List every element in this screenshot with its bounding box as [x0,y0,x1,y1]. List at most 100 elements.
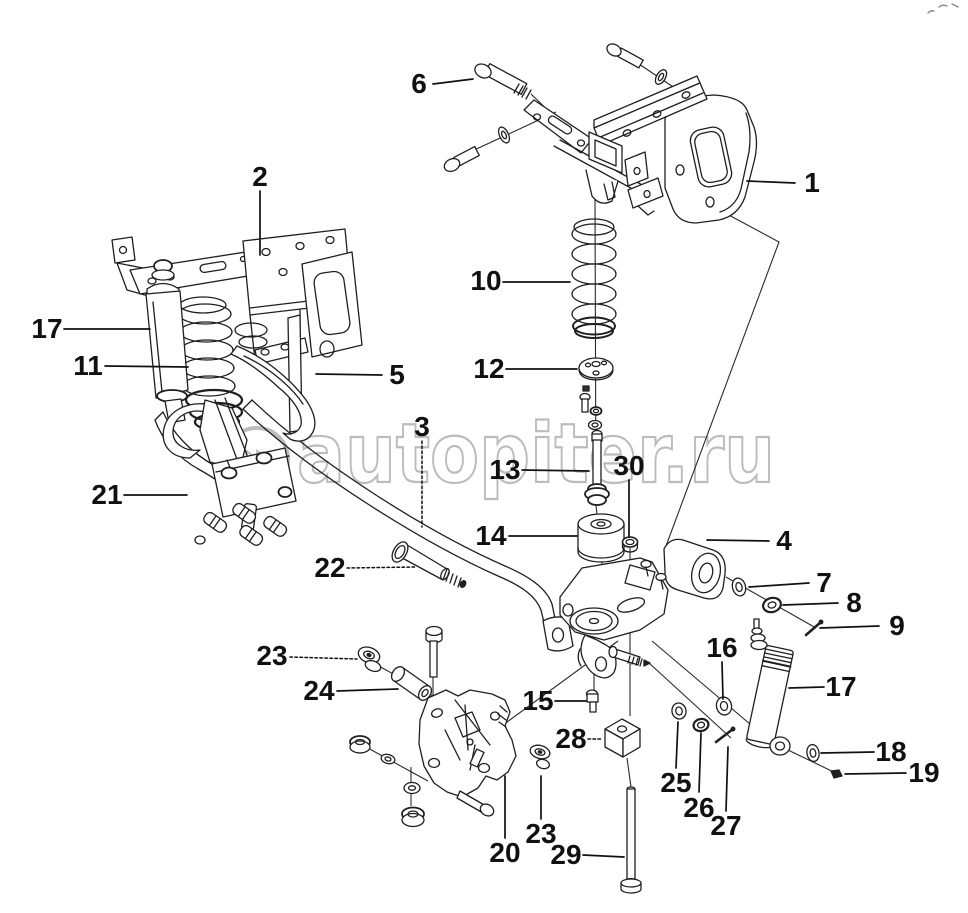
axis-nut-washers-bracket20 [365,746,429,782]
callout-20-label: 20 [489,837,520,868]
part-top-bolt [606,43,644,69]
part-small-hardware-under-12 [579,385,603,431]
part-cube-nut-28 [604,718,641,758]
callout-4-label: 4 [776,525,792,556]
callout-27-label: 27 [710,810,741,841]
callout-14-label: 14 [475,520,507,551]
callout-13-label: 13 [489,454,520,485]
callout-3-label: 3 [414,411,430,442]
part-long-bolt-29 [620,786,642,894]
axis-bracket1-to-bushing4 [665,205,780,547]
part-stabilizer-bar-3 [242,399,574,652]
callout-25: 25 [660,721,692,798]
callout-7-label: 7 [816,567,832,598]
callout-22: 22 [314,552,416,583]
callout-23-bottom: 23 [525,775,557,849]
callout-24: 24 [303,675,399,706]
part-bolt-over-bracket-20 [425,625,443,678]
callout-20: 20 [489,775,521,868]
callout-13: 13 [489,454,590,485]
part-shock-absorber-right-17 [745,618,794,756]
callout-5: 5 [315,359,405,390]
callout-26-label: 26 [683,792,714,823]
part-pin-19 [830,769,843,779]
part-knuckle-21 [154,397,297,546]
callout-28: 28 [555,723,604,754]
callout-19: 19 [844,757,940,788]
callout-25-label: 25 [660,767,691,798]
part-washer-7 [731,577,747,597]
part-left-washer [497,126,511,144]
part-lower-arm-assembly [559,538,726,679]
callout-15: 15 [522,685,587,716]
corner-mark [927,3,959,14]
callout-9-label: 9 [889,610,905,641]
callout-23-top: 23 [256,640,358,671]
callout-6-label: 6 [411,68,427,99]
callout-27: 27 [710,746,742,841]
part-nut-30 [621,536,639,553]
part-bushing-14 [577,513,625,563]
axis-washer25-nut26-pin27 [648,662,732,739]
part-bolt-22 [391,541,467,588]
part-flange-nut-upper [349,735,371,754]
part-washer-small-1 [380,753,396,765]
callout-23-bottom-label: 23 [525,818,556,849]
callout-21: 21 [91,479,188,510]
part-bolt-6 [474,63,532,100]
part-cotter-pin-9 [804,619,824,637]
watermark-text: autopiter.ru [297,407,775,502]
part-flange-nut-lower [401,806,425,828]
callout-4: 4 [706,525,792,556]
callout-9: 9 [819,610,905,641]
part-bolt-15 [585,689,599,713]
callout-30-label: 30 [613,450,644,481]
callout-18-label: 18 [875,736,906,767]
callouts: 1 2 3 4 5 6 7 8 [31,68,939,870]
part-cab-bracket-1 [443,43,758,224]
callout-23-top-label: 23 [256,640,287,671]
part-nut-26 [692,717,710,733]
callout-12-label: 12 [473,353,504,384]
callout-12: 12 [473,353,578,384]
callout-10: 10 [470,265,571,296]
part-washer-16 [715,696,733,716]
part-pin-13 [584,429,610,506]
part-grommet-23-top [357,646,382,673]
callout-7: 7 [748,567,832,598]
callout-1-label: 1 [804,167,820,198]
callout-1: 1 [746,167,820,198]
part-arm-5 [230,345,316,442]
callout-17-left: 17 [31,313,151,344]
part-washer-25 [671,702,687,720]
part-cotter-pin-27 [714,726,736,744]
part-coil-spring-10 [571,218,617,339]
part-washer-small-2 [403,781,421,795]
callout-24-label: 24 [303,675,335,706]
callout-29-label: 29 [550,839,581,870]
callout-3: 3 [414,411,430,528]
callout-18: 18 [820,736,907,767]
callout-16: 16 [706,632,738,700]
part-grommet-23-bottom [529,744,551,770]
callout-15-label: 15 [522,685,553,716]
callout-11-label: 11 [73,350,103,381]
callout-14: 14 [475,520,578,551]
callout-8-label: 8 [846,587,862,618]
axis-cube28-bolt29 [626,757,632,788]
callout-16-label: 16 [706,632,737,663]
callout-19-label: 19 [908,757,939,788]
callout-29: 29 [550,839,625,870]
callout-17-left-label: 17 [31,313,62,344]
callout-10-label: 10 [470,265,501,296]
callout-26: 26 [683,732,715,823]
callout-8: 8 [782,587,862,618]
part-washer-18 [806,743,820,763]
callout-17-right: 17 [788,671,857,702]
part-seat-washer-12 [578,357,614,381]
callout-30: 30 [613,450,645,538]
callout-2-label: 2 [252,161,268,192]
part-sleeve-pin-24 [390,666,433,701]
